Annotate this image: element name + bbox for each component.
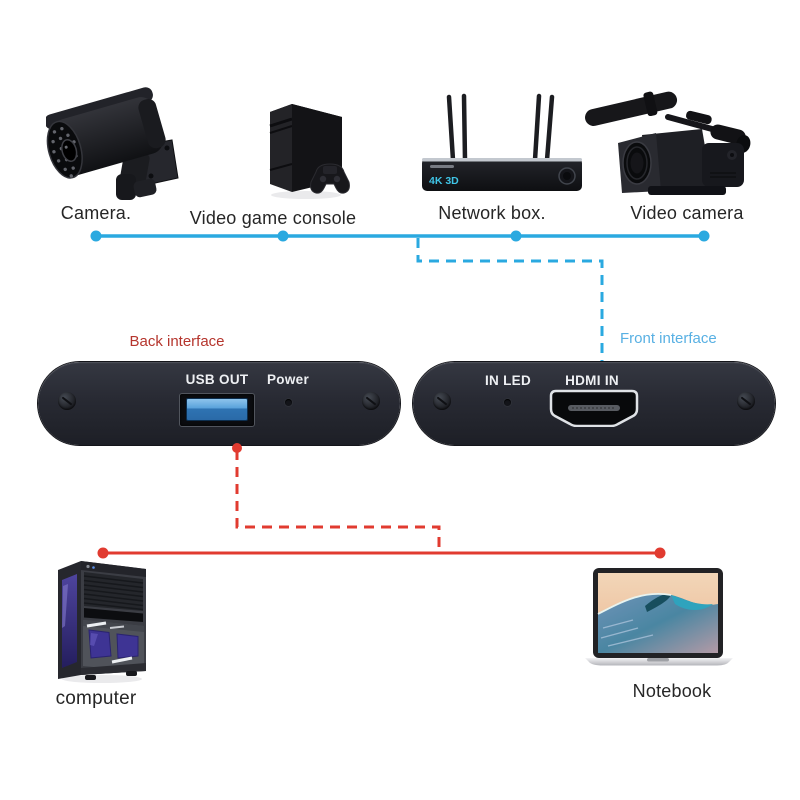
camera-label: Camera. xyxy=(60,203,132,223)
video-camera-label: Video camera xyxy=(630,203,744,223)
game-console-label: Video game console xyxy=(189,208,357,228)
notebook-label: Notebook xyxy=(632,681,712,701)
gamepad-icon xyxy=(310,163,350,194)
hdmi-in-port xyxy=(549,389,639,427)
network-box-label: Network box. xyxy=(438,203,546,223)
front-interface-title: Front interface xyxy=(620,330,717,347)
notebook-image xyxy=(585,568,733,666)
camera-body-icon xyxy=(46,87,166,179)
security-camera-image xyxy=(46,87,179,200)
screw-icon xyxy=(737,392,755,410)
usb-out-port xyxy=(179,393,255,427)
output-bus-line xyxy=(97,547,666,559)
game-console-image xyxy=(269,104,350,199)
screw-icon xyxy=(58,392,76,410)
power-label: Power xyxy=(266,372,310,387)
computer-tower-image xyxy=(58,561,146,683)
network-box-image: 4K 3D xyxy=(422,93,582,191)
capture-card-back-panel: USB OUT Power xyxy=(38,362,400,445)
network-box-display-text: 4K 3D xyxy=(429,175,459,187)
usb-port-tongue xyxy=(186,398,248,421)
screw-icon xyxy=(433,392,451,410)
antenna-icons xyxy=(446,93,555,163)
notebook-node-dot xyxy=(654,547,666,559)
power-led xyxy=(285,399,292,406)
camera-node-dot xyxy=(90,230,102,242)
hdmi-connection-line xyxy=(416,238,604,361)
usb-out-label: USB OUT xyxy=(185,372,249,387)
microphone-icon xyxy=(585,91,678,126)
in-led xyxy=(504,399,511,406)
computer-label: computer xyxy=(55,688,137,709)
usb-connection-line xyxy=(232,443,441,551)
capture-card-front-panel: IN LED HDMI IN xyxy=(413,362,775,445)
network-node-dot xyxy=(510,230,522,242)
hdmi-in-label: HDMI IN xyxy=(565,373,619,388)
videocam-node-dot xyxy=(698,230,710,242)
back-interface-title: Back interface xyxy=(129,333,225,350)
in-led-label: IN LED xyxy=(484,373,532,388)
input-bus-line xyxy=(90,230,710,242)
video-camera-image xyxy=(585,91,751,195)
screw-icon xyxy=(362,392,380,410)
console-node-dot xyxy=(277,230,289,242)
